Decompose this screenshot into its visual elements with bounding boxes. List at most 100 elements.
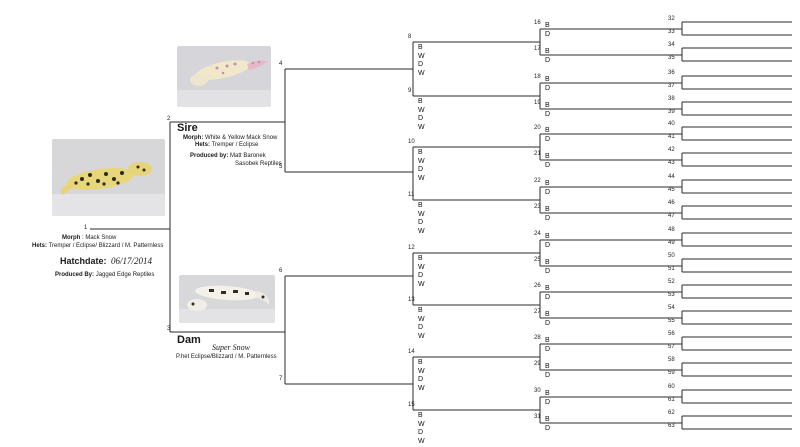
gen4-letter-14-2: D [418, 376, 424, 384]
dam-morph: Super Snow [212, 343, 250, 352]
sire-produced: Produced by: Matt Baronek [190, 153, 266, 159]
gen5-number-18: 18 [534, 74, 541, 80]
gen4-letter-8-2: D [418, 61, 424, 69]
gen5-number-19: 19 [534, 100, 541, 106]
gen4-letter-14-0: B [418, 359, 423, 366]
gen6-number-61: 61 [668, 397, 675, 403]
subject-hatchdate: Hatchdate: 06/17/2014 [60, 252, 152, 268]
sire-morph-value: White & Yellow Mack Snow [205, 135, 278, 141]
gen5-number-26: 26 [534, 283, 541, 289]
subject-hets-label: Hets: [32, 243, 48, 249]
gen6-number-38: 38 [668, 96, 675, 102]
subject-morph: Morph : Mack Snow [62, 235, 116, 241]
gen6-number-39: 39 [668, 109, 675, 115]
gen4-number-12: 12 [408, 245, 415, 251]
gen5-letter-18-1: D [545, 85, 551, 92]
gen5-letter-26-0: B [545, 285, 550, 292]
gen5-number-22: 22 [534, 178, 541, 184]
gen6-number-62: 62 [668, 410, 675, 416]
gen4-number-8: 8 [408, 34, 412, 40]
gen6-number-35: 35 [668, 55, 675, 61]
gen4-letter-10-2: D [418, 166, 424, 174]
gen4-letter-12-3: W [418, 280, 425, 288]
gen6-number-32: 32 [668, 16, 675, 22]
gen5-number-30: 30 [534, 388, 541, 394]
gen6-number-50: 50 [668, 253, 675, 259]
subject-morph-value: : Mack Snow [82, 235, 117, 241]
gen6-number-34: 34 [668, 42, 675, 48]
gen5-letter-17-1: D [545, 57, 551, 64]
gen4-letter-12-1: W [418, 263, 425, 271]
gen5-number-21: 21 [534, 151, 541, 157]
gen4-letter-8-3: W [418, 69, 425, 77]
gen4-number-15: 15 [408, 402, 415, 408]
gen5-letter-21-1: D [545, 162, 551, 169]
gen5-letter-24-1: D [545, 242, 551, 249]
gen4-letter-15-0: B [418, 412, 423, 419]
gen4-letter-9-1: W [418, 106, 425, 114]
sire-produced-value-1: Matt Baronek [230, 153, 266, 159]
gen5-letter-29-0: B [545, 363, 550, 370]
gen6-number-53: 53 [668, 292, 675, 298]
subject-hets-value: Tremper / Eclipse/ Blizzard / M. Pattern… [48, 243, 164, 249]
gen5-letter-24-0: B [545, 233, 550, 240]
sire-title: Sire [177, 122, 198, 134]
gen4-number-11: 11 [408, 192, 415, 198]
gen4-letter-15-1: W [418, 420, 425, 428]
gen5-letter-23-1: D [545, 215, 551, 222]
gen5-number-17: 17 [534, 46, 541, 52]
gen5-letter-19-1: D [545, 111, 551, 118]
gen6-number-37: 37 [668, 83, 675, 89]
gen5-number-24: 24 [534, 231, 541, 237]
gen6-number-45: 45 [668, 187, 675, 193]
gen5-letter-31-0: B [545, 416, 550, 423]
sire-morph: Morph: White & Yellow Mack Snow [183, 135, 277, 141]
gen6-number-41: 41 [668, 134, 675, 140]
subject-gecko-photo [52, 139, 165, 216]
gen5-number-29: 29 [534, 361, 541, 367]
gen5-letter-25-0: B [545, 259, 550, 266]
gen5-number-16: 16 [534, 20, 541, 26]
gen6-number-48: 48 [668, 227, 675, 233]
gen4-number-9: 9 [408, 88, 412, 94]
sire-produced-line2: Sasobek Reptiles [235, 161, 282, 167]
gen4-letter-13-3: W [418, 332, 425, 340]
gen3-number-4: 4 [279, 61, 283, 67]
gen6-number-63: 63 [668, 423, 675, 429]
subject-hatchdate-value: 06/17/2014 [110, 256, 152, 266]
subject-hatchdate-label: Hatchdate: [60, 256, 107, 266]
sire-hets-label: Hets: [195, 142, 211, 148]
gen6-number-40: 40 [668, 121, 675, 127]
gen4-letter-8-0: B [418, 44, 423, 51]
gen6-number-54: 54 [668, 305, 675, 311]
gen5-letter-27-0: B [545, 311, 550, 318]
sire-hets: Hets: Tremper / Eclipse [195, 142, 258, 148]
subject-number: 1 [84, 225, 88, 231]
gen5-letter-31-1: D [545, 425, 551, 432]
gen5-number-23: 23 [534, 204, 541, 210]
gen6-number-42: 42 [668, 147, 675, 153]
gen4-letter-9-3: W [418, 123, 425, 131]
gen5-letter-20-0: B [545, 127, 550, 134]
sire-number: 2 [167, 116, 171, 122]
gen5-number-25: 25 [534, 257, 541, 263]
gen5-letter-23-0: B [545, 206, 550, 213]
gen6-number-44: 44 [668, 174, 675, 180]
gen5-letter-25-1: D [545, 268, 551, 275]
subject-morph-label: Morph [62, 235, 81, 241]
gen4-letter-14-1: W [418, 367, 425, 375]
gen6-number-59: 59 [668, 370, 675, 376]
gen6-number-33: 33 [668, 29, 675, 35]
gen4-letter-9-0: B [418, 98, 423, 105]
gen5-letter-16-0: B [545, 22, 550, 29]
gen6-number-36: 36 [668, 70, 675, 76]
gen5-letter-22-1: D [545, 189, 551, 196]
subject-produced-label: Produced By: [55, 272, 95, 278]
gen6-number-58: 58 [668, 357, 675, 363]
gen4-letter-11-0: B [418, 202, 423, 209]
gen5-letter-20-1: D [545, 136, 551, 143]
gen3-number-5: 5 [279, 164, 283, 170]
dam-number: 3 [167, 326, 171, 332]
gen6-number-49: 49 [668, 240, 675, 246]
gen4-letter-10-3: W [418, 174, 425, 182]
